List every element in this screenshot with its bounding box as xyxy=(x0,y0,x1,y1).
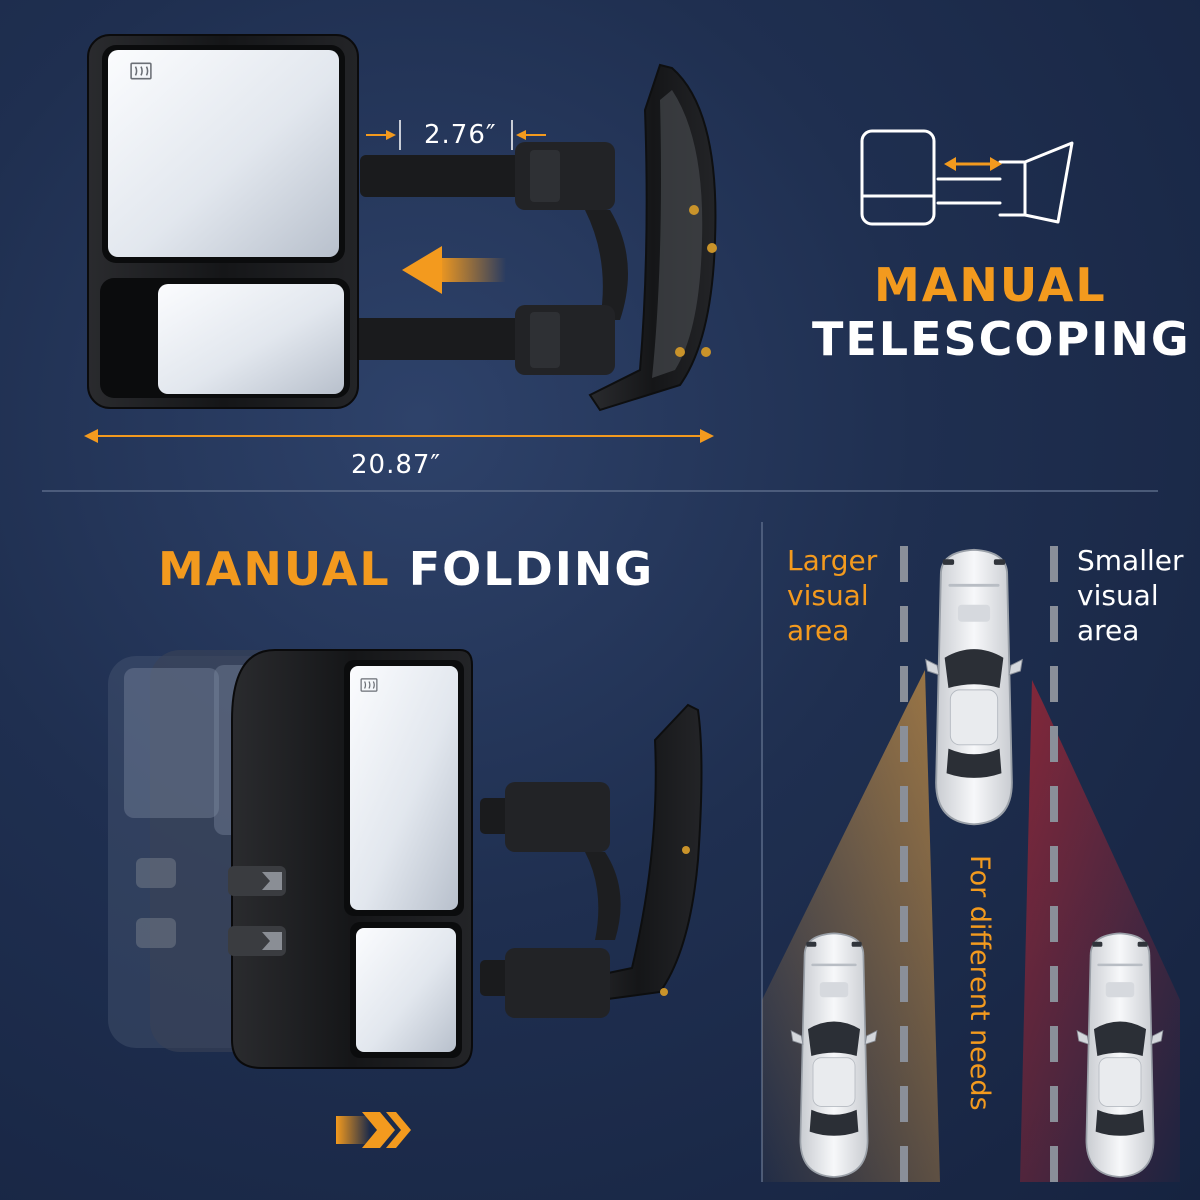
folding-heading-word1: MANUAL xyxy=(158,542,391,596)
visual-area-illustration xyxy=(762,546,1180,1182)
folding-heading-word2: FOLDING xyxy=(408,542,655,596)
telescoping-mirror xyxy=(84,34,717,443)
arrow-left-icon xyxy=(402,246,506,294)
double-chevron-right-icon xyxy=(336,1112,411,1148)
folding-heading: MANUAL FOLDING xyxy=(158,542,654,596)
larger-visual-area-label: Larger visual area xyxy=(787,544,878,647)
extension-dimension xyxy=(366,120,546,150)
telescoping-heading-line2: TELESCOPING xyxy=(812,312,1191,366)
width-dimension xyxy=(84,429,714,443)
extension-dimension-label: 2.76″ xyxy=(424,120,497,150)
telescoping-heading-line1: MANUAL xyxy=(874,258,1107,312)
for-different-needs-label: For different needs xyxy=(964,855,995,1111)
front-car xyxy=(924,548,1024,826)
folding-mirror xyxy=(108,648,703,1069)
rear-left-car xyxy=(790,932,878,1179)
telescoping-arrow xyxy=(944,157,1002,171)
smaller-visual-area-label: Smaller visual area xyxy=(1077,544,1184,647)
telescoping-mirror-icon xyxy=(860,129,1074,226)
rear-right-car xyxy=(1076,932,1164,1179)
width-dimension-label: 20.87″ xyxy=(351,450,442,480)
